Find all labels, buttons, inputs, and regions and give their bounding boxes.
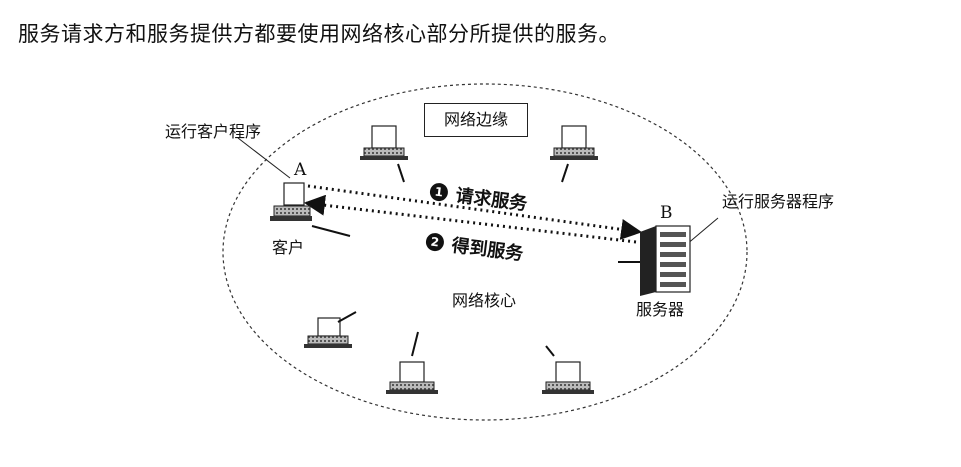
server-icon	[618, 225, 691, 296]
host-computer-bottom-right-icon	[542, 345, 594, 394]
client-computer-icon	[270, 182, 351, 237]
host-computer-bottom-left-icon	[304, 311, 357, 348]
client-caption: 客户	[272, 238, 305, 257]
host-computer-top-right-icon	[550, 125, 598, 183]
client-letter: A	[294, 160, 307, 180]
server-caption: 服务器	[636, 300, 685, 319]
client-annotation-leader	[237, 137, 291, 179]
server-letter: B	[660, 203, 673, 223]
response-arrow	[303, 194, 637, 244]
host-computer-top-left-icon	[360, 125, 408, 183]
step-number-1-icon: 1	[428, 182, 449, 203]
network-edge-label: 网络边缘	[424, 103, 528, 137]
network-core-label: 网络核心	[452, 291, 517, 310]
client-program-annotation: 运行客户程序	[165, 122, 262, 141]
host-computer-bottom-center-icon	[386, 331, 438, 394]
server-program-annotation: 运行服务器程序	[722, 192, 835, 211]
step-number-2-icon: 2	[424, 232, 445, 253]
network-boundary	[222, 83, 748, 421]
intro-text: 服务请求方和服务提供方都要使用网络核心部分所提供的服务。	[18, 22, 620, 46]
request-arrow	[307, 184, 643, 240]
